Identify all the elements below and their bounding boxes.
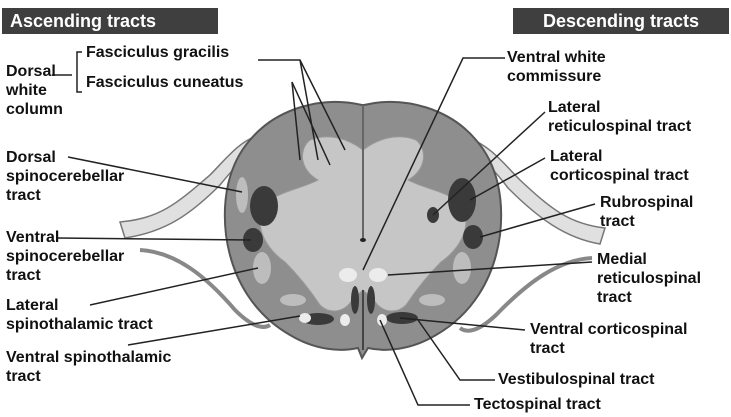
- lateral-reticulospinal-label: Lateral reticulospinal tract: [548, 98, 691, 136]
- left-lateral-spinothalamic-tract: [280, 294, 306, 306]
- dorsal-spinocerebellar-label: Dorsal spinocerebellar tract: [6, 148, 124, 205]
- medial-reticulospinal-label: Medial reticulospinal tract: [597, 250, 701, 307]
- medial-reticulospinal-line3: tract: [597, 288, 701, 307]
- left-ventral-corticospinal-tract: [351, 286, 359, 314]
- dorsal-white-column-line1: Dorsal: [6, 62, 63, 81]
- fasciculus-cuneatus-label: Fasciculus cuneatus: [86, 73, 243, 92]
- dorsal-white-column-line2: white: [6, 81, 63, 100]
- lateral-reticulospinal-line1: Lateral: [548, 98, 691, 117]
- ventral-spinocerebellar-line2: spinocerebellar: [6, 247, 124, 266]
- ventral-spinocerebellar-line3: tract: [6, 266, 124, 285]
- dorsal-white-column-label: Dorsal white column: [6, 62, 63, 119]
- lateral-spinothalamic-line1: Lateral: [6, 296, 153, 315]
- left-tectospinal-tract: [340, 314, 350, 326]
- ascending-tracts-header: Ascending tracts: [2, 8, 218, 34]
- fasciculus-gracilis-label: Fasciculus gracilis: [86, 43, 229, 62]
- rubrospinal-line2: tract: [600, 212, 693, 231]
- ventral-corticospinal-label: Ventral corticospinal tract: [530, 320, 687, 358]
- dorsal-spinocerebellar-line1: Dorsal: [6, 148, 124, 167]
- ventral-spinothalamic-label: Ventral spinothalamic tract: [6, 348, 171, 386]
- dorsal-spinocerebellar-line2: spinocerebellar: [6, 167, 124, 186]
- vestibulospinal-label: Vestibulospinal tract: [498, 370, 654, 389]
- tectospinal-label: Tectospinal tract: [474, 395, 601, 414]
- central-canal: [360, 238, 366, 242]
- ventral-spinothalamic-line2: tract: [6, 367, 171, 386]
- ventral-spinocerebellar-label: Ventral spinocerebellar tract: [6, 228, 124, 285]
- dorsal-white-column-line3: column: [6, 100, 63, 119]
- lateral-corticospinal-line2: corticospinal tract: [550, 166, 689, 185]
- ventral-white-commissure-label: Ventral white commissure: [507, 48, 606, 86]
- lateral-reticulospinal-line2: reticulospinal tract: [548, 117, 691, 136]
- descending-tracts-header: Descending tracts: [513, 8, 729, 34]
- dorsal-spinocerebellar-line3: tract: [6, 186, 124, 205]
- ventral-corticospinal-line1: Ventral corticospinal: [530, 320, 687, 339]
- ventral-white-commissure-line2: commissure: [507, 67, 606, 86]
- medial-reticulospinal-line1: Medial: [597, 250, 701, 269]
- left-medial-reticulospinal-tract: [339, 268, 357, 282]
- right-ventral-spinocerebellar-tract: [453, 252, 471, 284]
- right-lateral-spinothalamic-area: [419, 294, 445, 306]
- rubrospinal-line1: Rubrospinal: [600, 193, 693, 212]
- lateral-spinothalamic-line2: spinothalamic tract: [6, 315, 153, 334]
- left-dorsal-spinocerebellar-tract: [236, 177, 248, 213]
- left-vestibulospinal-tract: [299, 313, 311, 323]
- lateral-corticospinal-line1: Lateral: [550, 147, 689, 166]
- ventral-white-commissure-line1: Ventral white: [507, 48, 606, 67]
- right-medial-reticulospinal-tract: [369, 268, 387, 282]
- lateral-spinothalamic-label: Lateral spinothalamic tract: [6, 296, 153, 334]
- right-ventral-corticospinal-tract: [367, 286, 375, 314]
- lateral-corticospinal-label: Lateral corticospinal tract: [550, 147, 689, 185]
- right-lateral-corticospinal-tract: [448, 178, 476, 222]
- ventral-spinocerebellar-line1: Ventral: [6, 228, 124, 247]
- rubrospinal-label: Rubrospinal tract: [600, 193, 693, 231]
- medial-reticulospinal-line2: reticulospinal: [597, 269, 701, 288]
- ventral-spinothalamic-line1: Ventral spinothalamic: [6, 348, 171, 367]
- ventral-corticospinal-line2: tract: [530, 339, 687, 358]
- left-lateral-corticospinal-tract: [250, 186, 278, 226]
